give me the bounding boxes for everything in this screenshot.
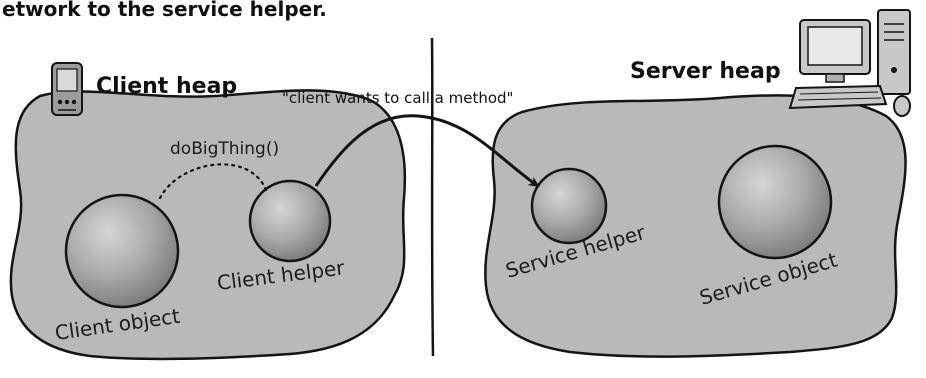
client-helper-sphere: [248, 179, 332, 263]
client-heap-title: Client heap: [96, 74, 237, 99]
network-divider-line: [430, 37, 435, 357]
service-helper-sphere: [530, 167, 608, 245]
method-call-dotted-arc: [158, 163, 268, 200]
server-heap-title: Server heap: [630, 59, 781, 84]
caption-text: etwork to the service helper.: [2, 0, 327, 21]
desktop-computer-icon: [788, 9, 911, 117]
method-call-label: doBigThing(): [170, 139, 279, 159]
client-object-sphere: [64, 193, 180, 309]
pda-icon: [51, 62, 83, 116]
call-arrow: [314, 114, 540, 188]
service-object-sphere: [717, 144, 833, 260]
network-message: "client wants to call a method": [282, 89, 513, 107]
